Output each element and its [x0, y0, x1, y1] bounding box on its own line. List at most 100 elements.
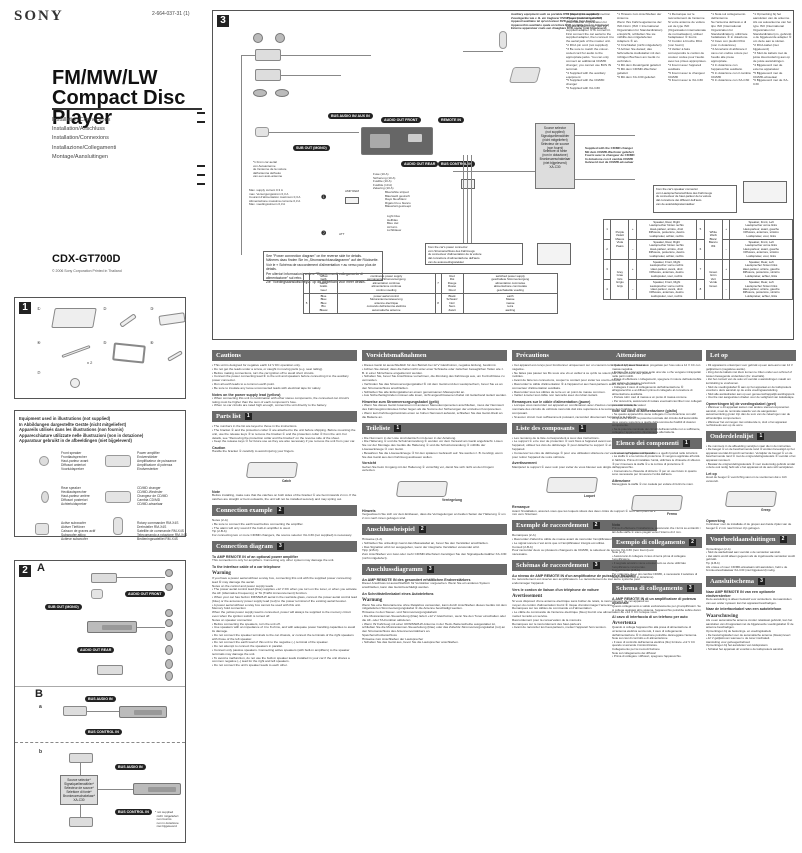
wire [471, 155, 472, 265]
heading-line: Equipment used in illustrations (not sup… [19, 416, 111, 421]
section-b-label: B [35, 688, 43, 700]
subwoofer-icon [35, 523, 49, 535]
release-key-illustration [61, 344, 91, 359]
rear-speaker-icon [253, 89, 267, 97]
light-blue-lead-label: Light blue Hellblau Bleu ciel Azzurro Li… [387, 214, 402, 233]
column-dutch: Let op • Dit apparaat is ontworpen voor … [706, 350, 796, 651]
source-selector-box: Source selector* Signalquellenwähler* Sé… [60, 775, 98, 805]
max-current-note: Max. supply current 0.3 A max. Versorgun… [249, 188, 301, 207]
figure-badge: 1 [19, 302, 31, 314]
notes-english: *1 Note for the aerial connection If you… [566, 12, 614, 91]
table-row: 3 Grey Grau Gris Grigio Grijs + Speaker,… [602, 259, 793, 301]
divider [15, 742, 185, 743]
section-header-let-op: Let op [706, 350, 796, 361]
notes-italian: *1 Nota sul collegamento dell'antenna Se… [711, 12, 751, 83]
head-unit-rear-panel [361, 127, 433, 155]
language-list: Installation/Connections Installation/An… [52, 116, 116, 162]
language-item: Installation/Connexions [52, 135, 109, 142]
car-speaker-connector-callout: from the car's speaker connector vom Lau… [653, 185, 737, 213]
tab-mark [197, 183, 205, 185]
att-label: ATT [339, 232, 345, 236]
part-number-label: ③ [150, 306, 154, 311]
wire [467, 155, 468, 265]
amp-rem-label: AMP REM [345, 189, 359, 193]
audio-out-front-label: AUDIO OUT FRONT [381, 117, 421, 124]
column-italian: Attenzione • Questo apparecchio è stato … [612, 350, 702, 659]
part-number-label: ① [37, 306, 41, 311]
bracket-illustration: Fermo [612, 491, 702, 519]
power-amplifier-illustration [97, 665, 123, 675]
bracket-illustration: Loquet [512, 473, 657, 501]
protection-collar-illustration [112, 342, 146, 364]
blue-white-lead-label: Blue/white striped Blau/weiß gestreift R… [385, 190, 412, 209]
product-title: FM/MW/LW Compact Disc Player [52, 68, 202, 128]
wire [463, 155, 464, 265]
power-amplifier-label: Power amplifier Endverstärker Amplificat… [137, 451, 177, 471]
bus-control-in-label: BUS CONTROL IN [438, 161, 475, 168]
changer-supplied-note: Supplied with the CD/MD changer Mit dem … [585, 146, 635, 165]
car-power-connector-callout: from the car's power connector vom Strom… [425, 243, 523, 265]
bus-control-in-label: BUS CONTROL IN [115, 809, 152, 816]
aerial-note: *1 From car aerial von Autoantenne de l'… [253, 160, 287, 179]
table-row: 2 − Speaker, Rear, Right Lautsprecher hi… [602, 239, 793, 261]
front-speaker-icon [165, 583, 173, 591]
heading-line: Appareils utilisés dans les illustration… [19, 427, 124, 433]
title-divider [52, 108, 202, 110]
part-number: 2-664-037-31 (1) [152, 11, 190, 17]
wire [117, 577, 165, 578]
wire [241, 55, 242, 255]
part-number-label: ⑥ [150, 340, 154, 345]
rear-speaker-icon [165, 631, 173, 641]
front-speaker-icon [275, 33, 285, 43]
front-speaker-icon [39, 456, 49, 466]
power-amplifier-illustration [91, 573, 117, 583]
adapter-illustration [167, 350, 183, 362]
wire [80, 805, 81, 817]
language-item: Installazione/Collegamenti [52, 144, 117, 151]
section-header-attenzione: Attenzione [612, 350, 702, 361]
part-number-label: ④ [37, 340, 41, 345]
divider [15, 686, 185, 687]
tab-mark [197, 121, 205, 123]
heading-line: Apparecchiature utilizzate nelle illustr… [19, 432, 144, 438]
audio-out-rear-label: AUDIO OUT REAR [401, 161, 439, 168]
wire [87, 711, 119, 712]
tab-mark [197, 165, 205, 167]
figure-3-connection-diagram: 3 BUS AUDIO IN/ AUX IN AUDIO OUT FRONT R… [212, 10, 794, 340]
equipment-heading: Equipment used in illustrations (not sup… [19, 416, 184, 444]
front-speaker-icon [165, 609, 173, 617]
front-speaker-icon [253, 33, 263, 43]
table-row: 5 Blue Blau Bleu Blu Blauw power aerial … [303, 293, 559, 315]
language-item: Montage/Aansluitingen [52, 153, 108, 160]
speaker-connector-illustration [743, 181, 787, 203]
bracket-illustration: Catch [212, 458, 357, 486]
model-number: CDX-GT700D [52, 253, 121, 265]
notes-german: *1 Hinweis zum Anschließen der Antenne W… [617, 12, 663, 79]
copyright: © 2006 Sony Corporation Printed in Thail… [52, 269, 122, 273]
screw-cap-illustration [70, 378, 80, 388]
bus-audio-in-label: BUS AUDIO IN [115, 764, 146, 771]
figure-2-connection-example: 2 AUDIO OUT FRONT SUB OUT (MONO) AUDIO O… [14, 560, 186, 843]
front-speaker-icon [165, 619, 173, 627]
part-number-label: ⑦ [37, 370, 41, 375]
rotary-commander-label: Rotary commander RM-X4S Drehsteller RM-X… [137, 521, 188, 541]
notes-french: *1 Remarque sur le raccordement de l'ant… [668, 12, 707, 83]
quantity-label: x 2 [87, 360, 93, 365]
power-amplifier-illustration [255, 69, 281, 81]
auxiliary-equipment-note: Auxiliary equipment such as portable DVD… [511, 12, 610, 31]
section-header-cautions: Cautions [212, 350, 357, 361]
power-connector [461, 179, 475, 189]
language-tab-marks [197, 112, 205, 130]
rear-speaker-icon [165, 659, 173, 669]
title-line-2: Compact Disc Player [52, 87, 186, 129]
subwoofer-icon [91, 589, 103, 599]
tab-mark [197, 174, 205, 176]
